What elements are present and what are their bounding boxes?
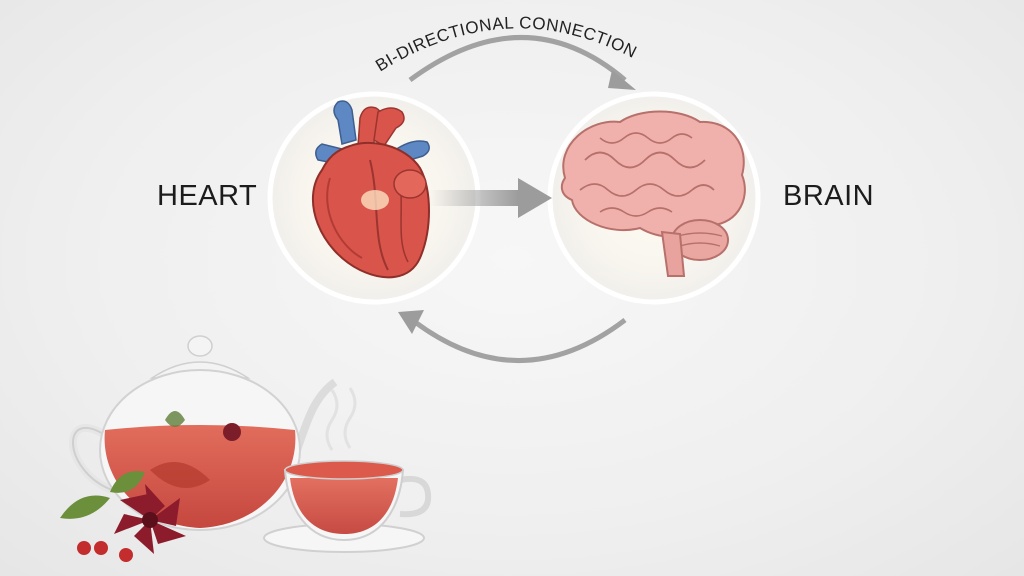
top-arc-arrow [408,35,627,83]
teacup-icon [263,387,432,553]
bottom-arrowhead [398,310,424,334]
berries-icon [77,541,133,562]
heart-label: HEART [157,180,258,212]
brain-icon [560,110,746,277]
connection-label: BI-DIRECTIONAL CONNECTION [372,13,640,75]
bottom-arc-arrow [413,318,627,363]
anatomical-heart-icon [312,100,430,279]
top-arrowhead [608,70,636,90]
hibiscus-flower-icon [60,471,186,554]
middle-arrow [430,178,552,218]
brain-label: BRAIN [783,180,875,212]
